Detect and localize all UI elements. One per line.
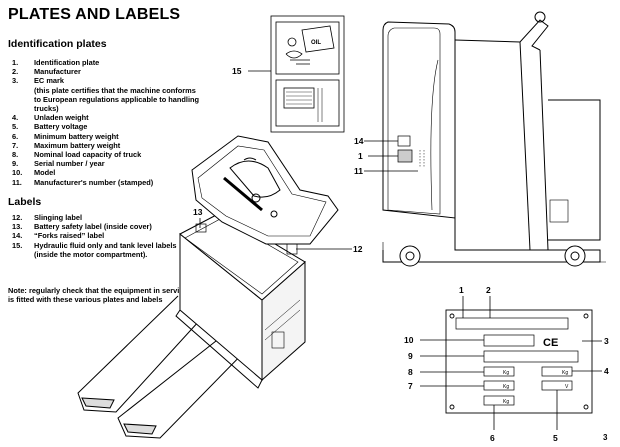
list-item-number: 12. (12, 213, 23, 222)
oil-label-text: OIL (311, 40, 321, 46)
note-text: Note: regularly check that the equipment… (8, 286, 188, 305)
list-item-number: 11. (12, 177, 22, 187)
list-item-number: 2. (12, 67, 19, 77)
list-item-number: 5. (12, 122, 19, 132)
callout-3: 3 (604, 336, 609, 346)
list-item-number: 9. (12, 159, 19, 169)
callout-9: 9 (408, 351, 413, 361)
list-item-text: Nominal load capacity of truck (34, 150, 142, 160)
list-item-text: Model (34, 168, 56, 178)
callout-6: 6 (490, 433, 495, 443)
callout-12: 12 (353, 244, 363, 254)
list-item: 14. “Forks raised” label (12, 231, 202, 240)
list-item: 12. Slinging label (12, 213, 202, 222)
list-item: 2. Manufacturer (12, 67, 202, 76)
list-item: 10. Model (12, 168, 202, 177)
list-item-text: Minimum battery weight (34, 131, 119, 141)
truck-side-view (382, 11, 606, 267)
list-item: 9. Serial number / year (12, 159, 202, 168)
callout-14: 14 (354, 136, 364, 146)
plate-kg-unit: Kg (562, 370, 568, 376)
list-item: 11. Manufacturer's number (stamped) (12, 178, 202, 187)
list-item-text: Maximum battery weight (34, 140, 121, 150)
list-item-number: 4. (12, 113, 19, 123)
list-item-number: 8. (12, 150, 19, 160)
list-item: 4. Unladen weight (12, 113, 202, 122)
list-item-number: 15. (12, 240, 23, 250)
list-item-text: Manufacturer (34, 67, 81, 77)
page-title: PLATES AND LABELS (8, 6, 181, 23)
list-item-number: 10. (12, 168, 23, 178)
list-item-text: EC mark (34, 76, 64, 86)
list-item-text: Slinging label (34, 213, 83, 222)
pallet-truck-illustration (77, 135, 339, 439)
list-item-text: Serial number / year (34, 159, 105, 169)
list-item: 6. Minimum battery weight (12, 132, 202, 141)
list-item-text: (this plate certifies that the machine c… (34, 85, 200, 114)
oil-labels-illustration: OIL (270, 15, 345, 133)
list-item: 5. Battery voltage (12, 122, 202, 131)
list-item: 15. Hydraulic fluid only and tank level l… (12, 241, 202, 259)
list-item-text: Battery voltage (34, 122, 88, 132)
plate-kg-unit: Kg (503, 399, 509, 405)
list-item: 1. Identification plate (12, 58, 202, 67)
list-item-text: Unladen weight (34, 113, 89, 123)
list-item: (this plate certifies that the machine c… (12, 86, 202, 114)
callout-1: 1 (459, 285, 464, 295)
callout-5: 5 (553, 433, 558, 443)
callout-10: 10 (404, 335, 414, 345)
list-item-number: 13. (12, 222, 23, 232)
plate-v-unit: V (565, 384, 569, 390)
callout-7: 7 (408, 381, 413, 391)
callout-13: 13 (193, 207, 203, 217)
list-item-text: Manufacturer's number (stamped) (34, 177, 154, 187)
list-item: 3. EC mark (12, 76, 202, 85)
identification-list: 1. Identification plate 2. Manufacturer 3. EC… (12, 58, 202, 187)
list-item-number: 1. (12, 58, 19, 67)
list-item-text: Battery safety label (inside cover) (34, 222, 152, 232)
ce-mark: CE (543, 337, 558, 349)
callout-4: 4 (604, 366, 609, 376)
page-number: 3 (603, 433, 608, 442)
plate-kg-unit: Kg (503, 370, 509, 376)
list-item-text: Identification plate (34, 58, 100, 67)
list-item: 8. Nominal load capacity of truck (12, 150, 202, 159)
callout-15: 15 (232, 66, 242, 76)
list-item: 7. Maximum battery weight (12, 141, 202, 150)
list-item-number: 14. (12, 231, 23, 241)
labels-heading: Labels (8, 196, 42, 208)
list-item-number: 3. (12, 76, 19, 86)
list-item-number: 6. (12, 131, 19, 141)
identification-plate (445, 309, 593, 414)
list-item-text: “Forks raised” label (34, 231, 105, 241)
list-item-number: 7. (12, 140, 19, 150)
list-item: 13. Battery safety label (inside cover) (12, 222, 202, 231)
callout-2: 2 (486, 285, 491, 295)
plate-kg-unit: Kg (503, 384, 509, 390)
labels-list: 12. Slinging label 13. Battery safety label… (12, 213, 202, 259)
identification-heading: Identification plates (8, 38, 107, 50)
callout-1-side: 1 (358, 151, 363, 161)
plate-leader-lines (420, 296, 602, 430)
callout-8: 8 (408, 367, 413, 377)
callout-11: 11 (354, 166, 363, 176)
list-item-text: Hydraulic fluid only and tank level labe… (34, 240, 177, 259)
